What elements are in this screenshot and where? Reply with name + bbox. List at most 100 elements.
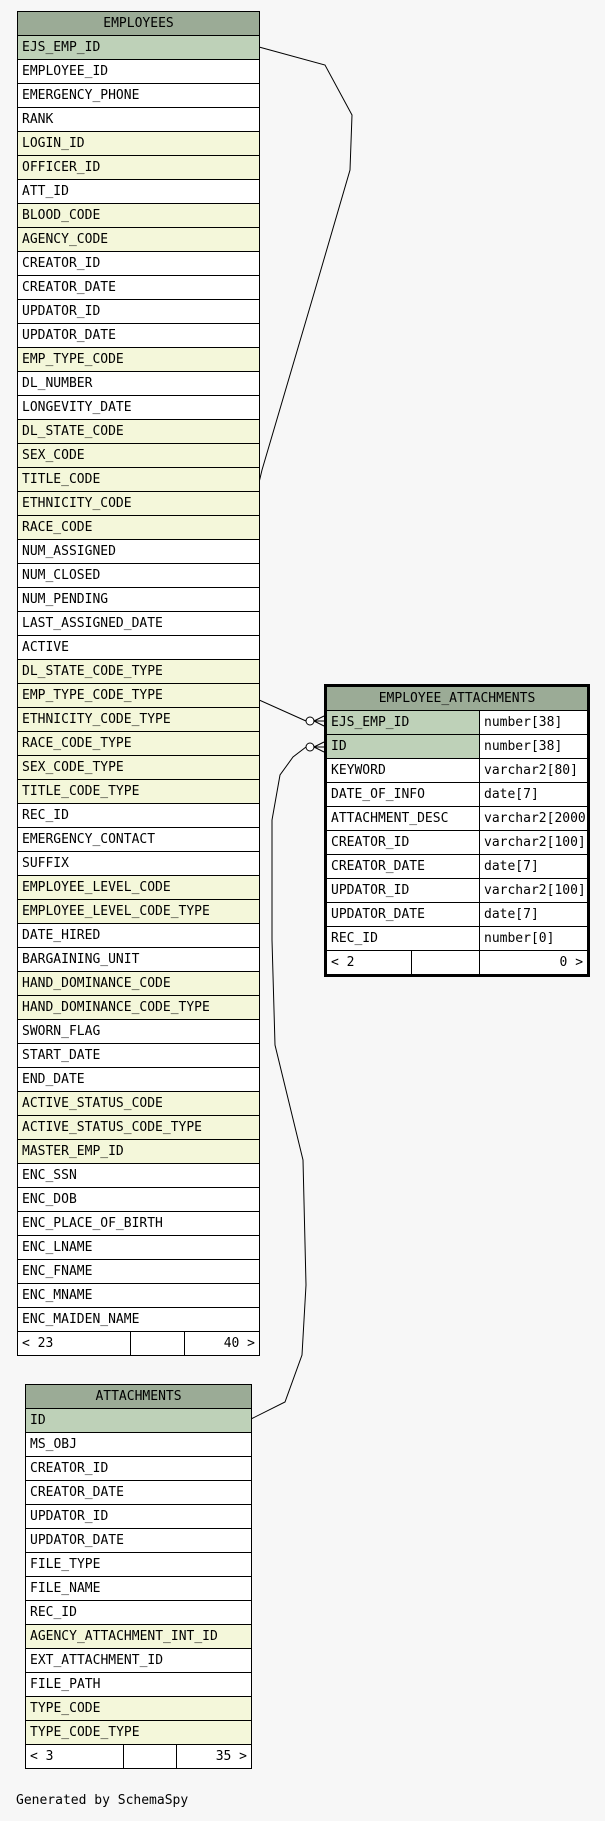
- column-name[interactable]: DL_STATE_CODE: [16, 419, 261, 444]
- column-row[interactable]: BARGAINING_UNIT: [16, 947, 261, 972]
- column-name[interactable]: TYPE_CODE: [25, 1696, 252, 1721]
- column-name[interactable]: OFFICER_ID: [16, 155, 261, 180]
- column-name[interactable]: SUFFIX: [16, 851, 261, 876]
- column-name[interactable]: ACTIVE_STATUS_CODE: [16, 1091, 261, 1116]
- column-name[interactable]: ACTIVE_STATUS_CODE_TYPE: [16, 1115, 261, 1140]
- column-name[interactable]: EMERGENCY_CONTACT: [16, 827, 261, 852]
- column-row[interactable]: UPDATOR_ID: [16, 299, 261, 324]
- column-row[interactable]: ETHNICITY_CODE_TYPE: [16, 707, 261, 732]
- column-row[interactable]: OFFICER_ID: [16, 155, 261, 180]
- table-title[interactable]: EMPLOYEE_ATTACHMENTS: [324, 685, 590, 711]
- parents-count[interactable]: < 3: [25, 1744, 124, 1769]
- column-row[interactable]: SEX_CODE_TYPE: [16, 755, 261, 780]
- column-name[interactable]: TYPE_CODE_TYPE: [25, 1720, 252, 1745]
- column-row[interactable]: REC_ID: [25, 1600, 252, 1625]
- column-name[interactable]: LONGEVITY_DATE: [16, 395, 261, 420]
- column-name[interactable]: HAND_DOMINANCE_CODE: [16, 971, 261, 996]
- column-name[interactable]: LOGIN_ID: [16, 131, 261, 156]
- column-name[interactable]: ENC_LNAME: [16, 1235, 261, 1260]
- column-name[interactable]: AGENCY_ATTACHMENT_INT_ID: [25, 1624, 252, 1649]
- column-name[interactable]: KEYWORD: [325, 758, 480, 783]
- column-row[interactable]: EMP_TYPE_CODE_TYPE: [16, 683, 261, 708]
- column-row[interactable]: ATT_ID: [16, 179, 261, 204]
- column-name[interactable]: RACE_CODE_TYPE: [16, 731, 261, 756]
- column-row[interactable]: NUM_ASSIGNED: [16, 539, 261, 564]
- column-row[interactable]: MS_OBJ: [25, 1432, 252, 1457]
- column-row[interactable]: NUM_CLOSED: [16, 563, 261, 588]
- column-row[interactable]: ACTIVE: [16, 635, 261, 660]
- column-row[interactable]: ENC_SSN: [16, 1163, 261, 1188]
- column-row[interactable]: EMPLOYEE_LEVEL_CODE_TYPE: [16, 899, 261, 924]
- column-row[interactable]: ENC_PLACE_OF_BIRTH: [16, 1211, 261, 1236]
- column-name[interactable]: CREATOR_ID: [325, 830, 480, 855]
- column-row[interactable]: SEX_CODE: [16, 443, 261, 468]
- column-name[interactable]: TITLE_CODE: [16, 467, 261, 492]
- column-row[interactable]: EJS_EMP_ID: [16, 35, 261, 60]
- column-row[interactable]: FILE_PATH: [25, 1672, 252, 1697]
- column-row[interactable]: ENC_DOB: [16, 1187, 261, 1212]
- column-name[interactable]: START_DATE: [16, 1043, 261, 1068]
- column-name[interactable]: ATT_ID: [16, 179, 261, 204]
- column-row[interactable]: MASTER_EMP_ID: [16, 1139, 261, 1164]
- column-name[interactable]: HAND_DOMINANCE_CODE_TYPE: [16, 995, 261, 1020]
- column-name[interactable]: CREATOR_ID: [25, 1456, 252, 1481]
- column-row[interactable]: UPDATOR_DATE: [25, 1528, 252, 1553]
- column-name[interactable]: END_DATE: [16, 1067, 261, 1092]
- column-row[interactable]: TYPE_CODE_TYPE: [25, 1720, 252, 1745]
- column-name[interactable]: ENC_MAIDEN_NAME: [16, 1307, 261, 1332]
- column-row[interactable]: DL_STATE_CODE: [16, 419, 261, 444]
- column-name[interactable]: ID: [25, 1408, 252, 1433]
- column-name[interactable]: LAST_ASSIGNED_DATE: [16, 611, 261, 636]
- column-row[interactable]: ETHNICITY_CODE: [16, 491, 261, 516]
- column-name[interactable]: ENC_PLACE_OF_BIRTH: [16, 1211, 261, 1236]
- column-row[interactable]: HAND_DOMINANCE_CODE_TYPE: [16, 995, 261, 1020]
- column-name[interactable]: EMP_TYPE_CODE: [16, 347, 261, 372]
- column-row[interactable]: RACE_CODE_TYPE: [16, 731, 261, 756]
- column-name[interactable]: REC_ID: [325, 926, 480, 951]
- column-name[interactable]: ETHNICITY_CODE: [16, 491, 261, 516]
- column-row[interactable]: RANK: [16, 107, 261, 132]
- column-row[interactable]: RACE_CODE: [16, 515, 261, 540]
- column-row[interactable]: CREATOR_DATE: [25, 1480, 252, 1505]
- column-row[interactable]: EMPLOYEE_ID: [16, 59, 261, 84]
- column-name[interactable]: EMPLOYEE_LEVEL_CODE_TYPE: [16, 899, 261, 924]
- column-row[interactable]: CREATOR_ID: [16, 251, 261, 276]
- column-name[interactable]: SEX_CODE: [16, 443, 261, 468]
- column-name[interactable]: DL_NUMBER: [16, 371, 261, 396]
- column-row[interactable]: DL_STATE_CODE_TYPE: [16, 659, 261, 684]
- table-title[interactable]: EMPLOYEES: [16, 11, 261, 36]
- column-row[interactable]: LAST_ASSIGNED_DATE: [16, 611, 261, 636]
- column-name[interactable]: UPDATOR_ID: [325, 878, 480, 903]
- column-name[interactable]: UPDATOR_DATE: [325, 902, 480, 927]
- column-row[interactable]: LONGEVITY_DATE: [16, 395, 261, 420]
- column-name[interactable]: SEX_CODE_TYPE: [16, 755, 261, 780]
- column-name[interactable]: CREATOR_DATE: [16, 275, 261, 300]
- column-name[interactable]: REC_ID: [25, 1600, 252, 1625]
- column-row[interactable]: EXT_ATTACHMENT_ID: [25, 1648, 252, 1673]
- column-name[interactable]: ENC_SSN: [16, 1163, 261, 1188]
- column-name[interactable]: UPDATOR_DATE: [25, 1528, 252, 1553]
- column-name[interactable]: CREATOR_DATE: [25, 1480, 252, 1505]
- column-row[interactable]: CREATOR_DATE: [16, 275, 261, 300]
- column-name[interactable]: BLOOD_CODE: [16, 203, 261, 228]
- column-row[interactable]: CREATOR_ID: [25, 1456, 252, 1481]
- column-name[interactable]: AGENCY_CODE: [16, 227, 261, 252]
- parents-count[interactable]: < 2: [325, 950, 412, 976]
- column-row[interactable]: LOGIN_ID: [16, 131, 261, 156]
- column-name[interactable]: RANK: [16, 107, 261, 132]
- column-name[interactable]: ATTACHMENT_DESC: [325, 806, 480, 831]
- column-name[interactable]: DL_STATE_CODE_TYPE: [16, 659, 261, 684]
- column-name[interactable]: UPDATOR_ID: [25, 1504, 252, 1529]
- column-name[interactable]: DATE_OF_INFO: [325, 782, 480, 807]
- column-name[interactable]: ID: [325, 734, 480, 759]
- column-name[interactable]: FILE_TYPE: [25, 1552, 252, 1577]
- column-row[interactable]: FILE_TYPE: [25, 1552, 252, 1577]
- column-row[interactable]: FILE_NAME: [25, 1576, 252, 1601]
